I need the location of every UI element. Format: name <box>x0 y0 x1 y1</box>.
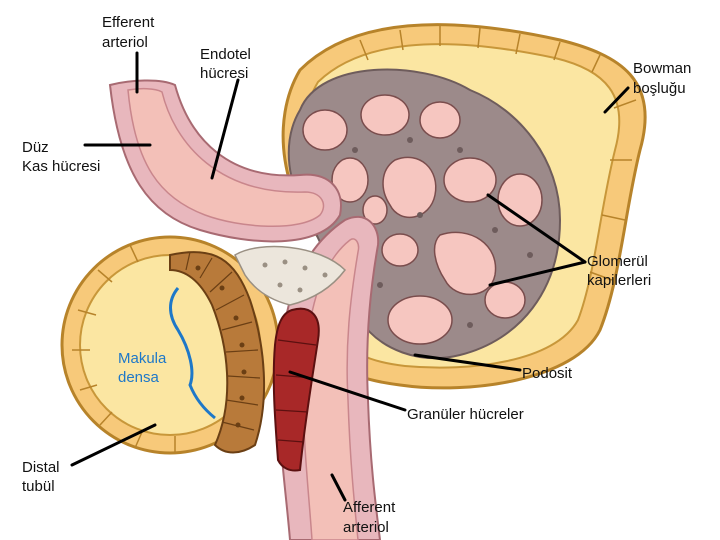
label-granuler: Granüler hücreler <box>407 406 524 423</box>
labels: Efferent arteriol Endotel hücresi Bowman… <box>22 14 691 536</box>
label-bowman-2: boşluğu <box>633 80 686 97</box>
mesangial-cells <box>234 245 346 306</box>
label-duz-kas-1: Düz <box>22 139 49 156</box>
efferent-arteriole <box>108 79 342 243</box>
leader-glomerul-a <box>486 193 587 264</box>
leader-glomerul-b <box>488 260 587 287</box>
label-makula-1: Makula <box>118 350 167 367</box>
leader-granuler <box>288 370 407 412</box>
label-distal-1: Distal <box>22 459 60 476</box>
label-endotel-1: Endotel <box>200 46 251 63</box>
efferent-arteriole-lumen <box>127 87 325 227</box>
label-efferent-2: arteriol <box>102 34 148 51</box>
leader-bowman <box>603 86 630 114</box>
label-efferent-1: Efferent <box>102 14 155 31</box>
label-afferent-2: arteriol <box>343 519 389 536</box>
leader-podosit <box>413 353 522 372</box>
makula-densa-bracket <box>169 287 216 420</box>
label-distal-2: tubül <box>22 478 55 495</box>
leader-lines <box>70 51 630 502</box>
capillary-lumens <box>302 94 543 345</box>
label-afferent-1: Afferent <box>343 499 396 516</box>
tubule-cell-lines <box>72 244 176 453</box>
label-bowman-1: Bowman <box>633 60 691 77</box>
leader-endotel <box>210 78 240 180</box>
granular-cells <box>272 307 320 472</box>
label-makula-2: densa <box>118 369 160 386</box>
leader-distal <box>70 423 157 467</box>
leader-afferent <box>330 473 347 502</box>
label-endotel-2: hücresi <box>200 65 248 82</box>
label-glomerul-2: kapilerleri <box>587 272 651 289</box>
label-duz-kas-2: Kas hücresi <box>22 158 100 175</box>
podocyte-nuclei <box>352 137 533 328</box>
label-podosit: Podosit <box>522 365 573 382</box>
label-glomerul-1: Glomerül <box>587 253 648 270</box>
macula-densa-cells <box>169 251 266 454</box>
